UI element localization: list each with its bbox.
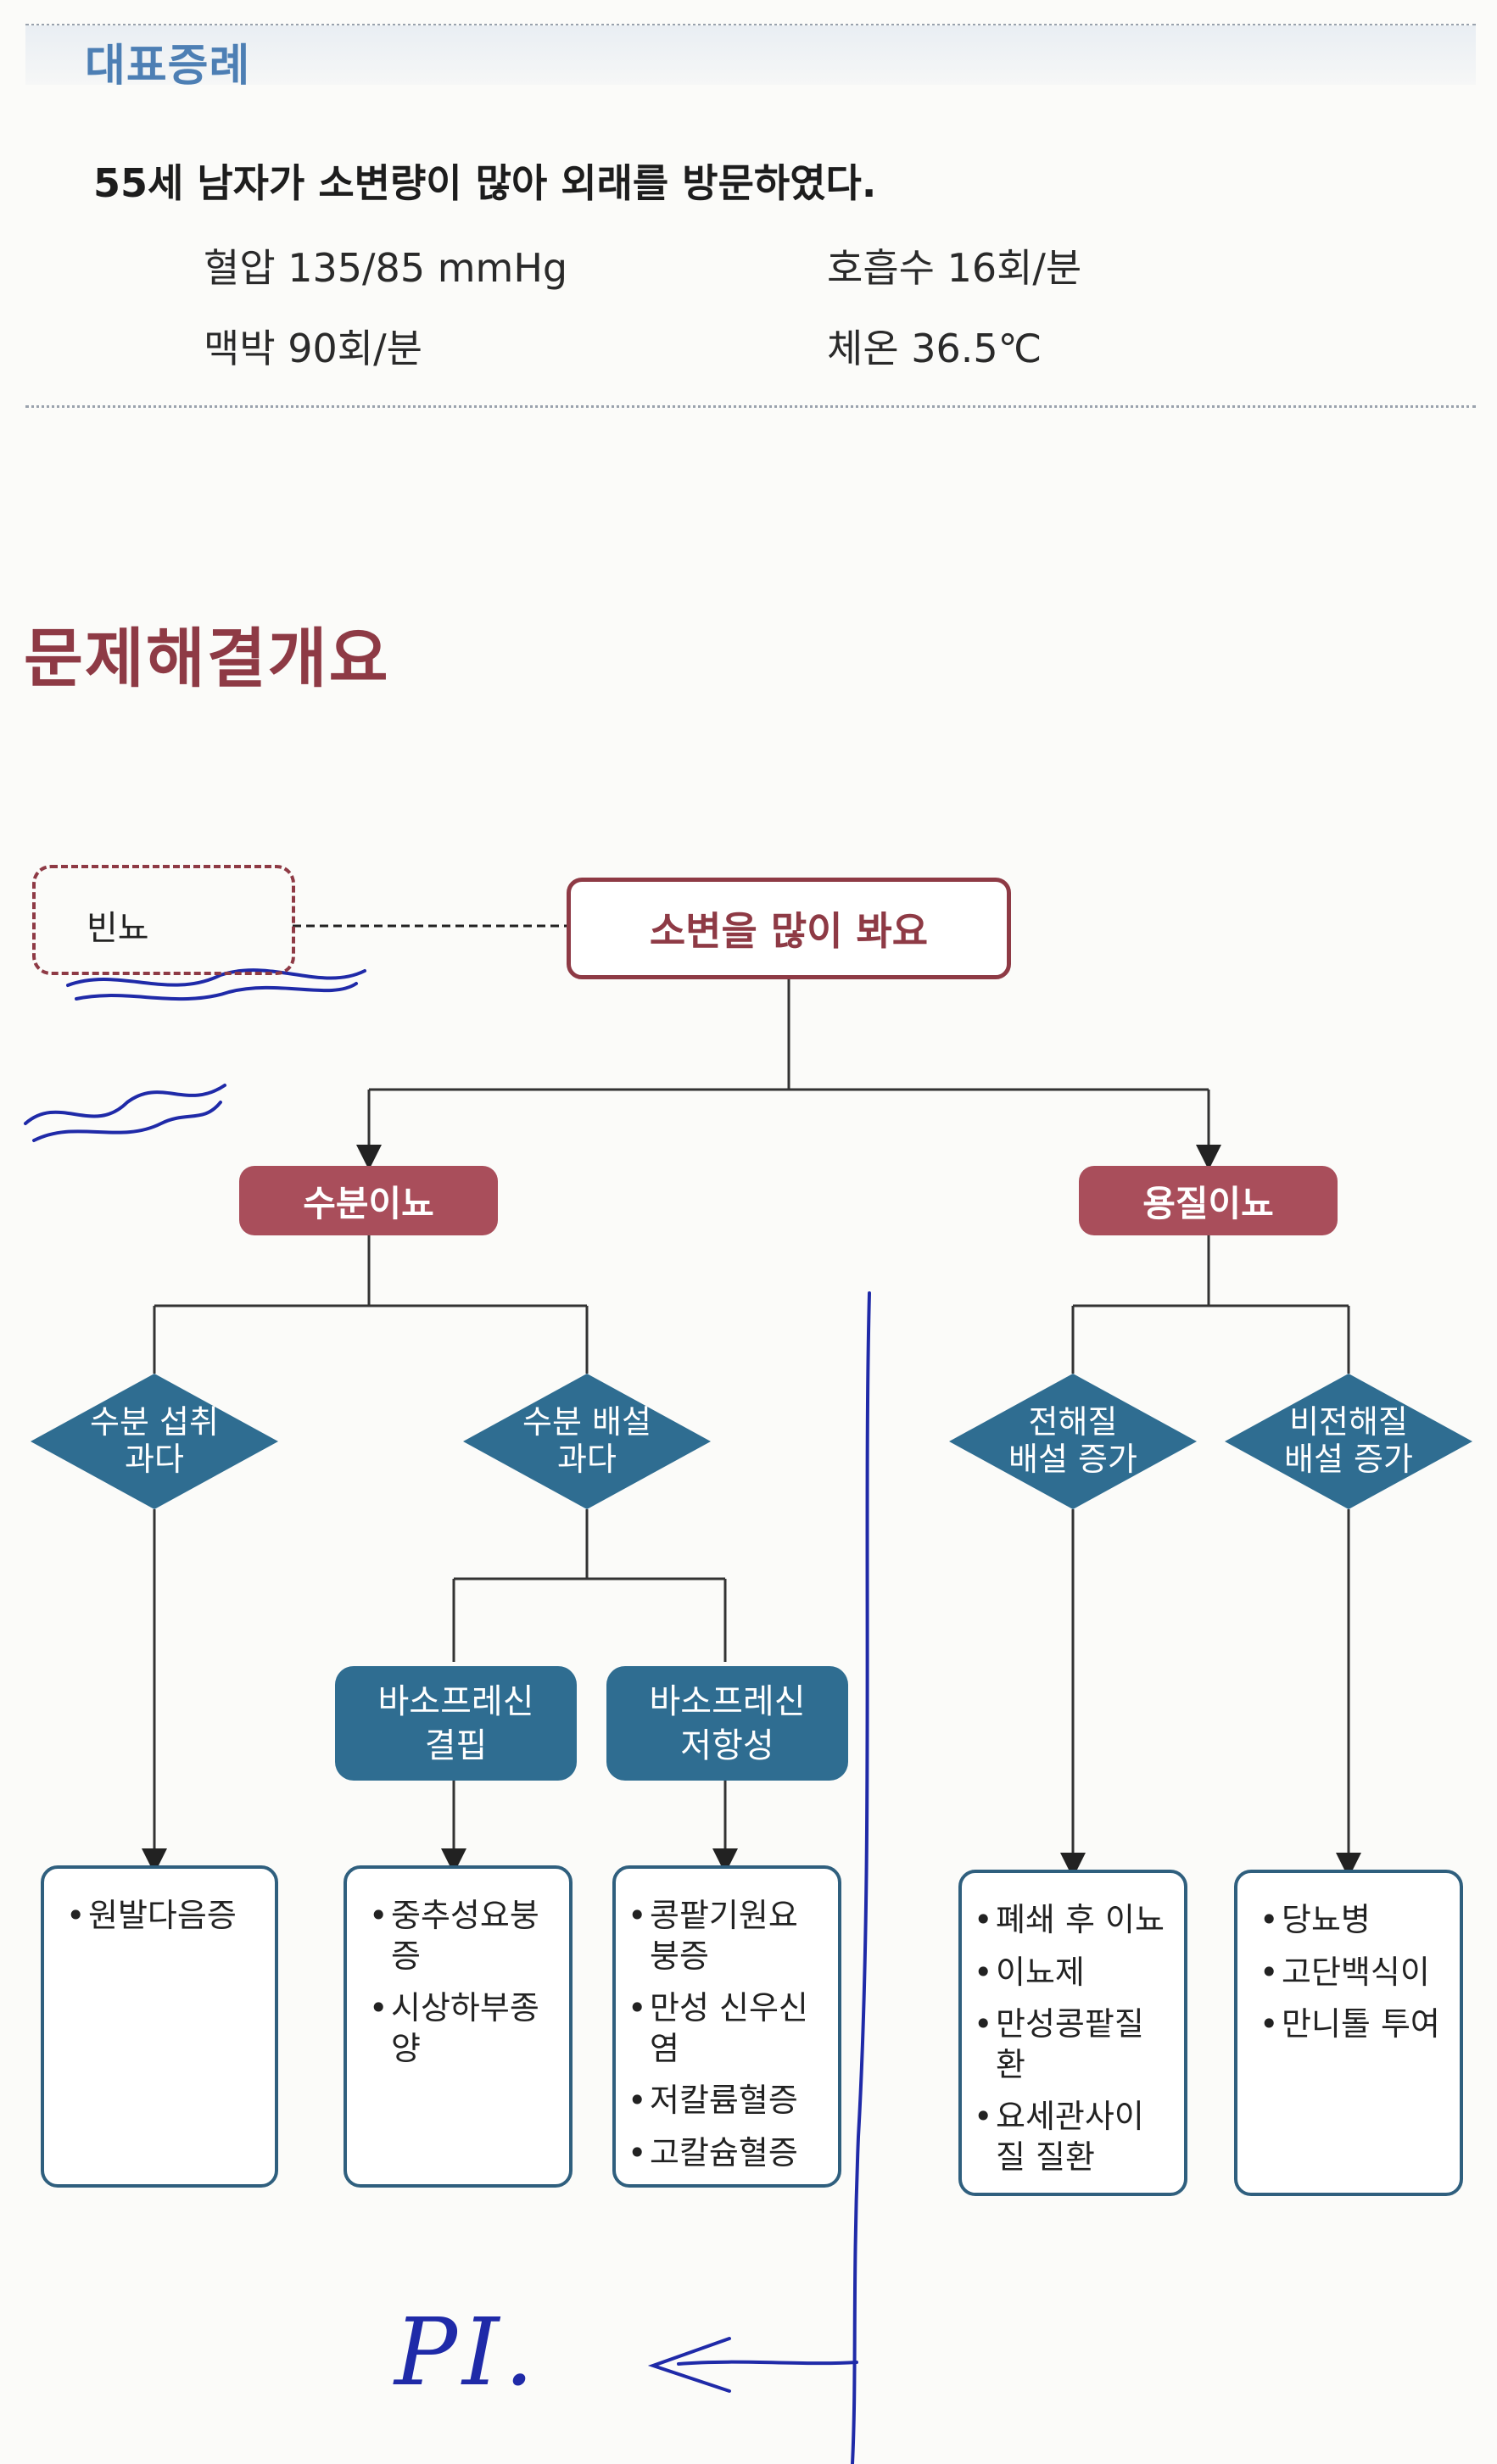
list-item: 시상하부종양: [369, 1988, 556, 2069]
handwriting-marks: [24, 968, 871, 2464]
outcome-resistance-box: 콩팥기원요붕증 만성 신우신염 저칼륨혈증 고칼슘혈증: [612, 1865, 841, 2188]
list-item: 중추성요붕증: [369, 1896, 556, 1976]
excretion-line-2: 과다: [557, 1441, 617, 1478]
resistance-line-2: 저항성: [680, 1725, 774, 1765]
list-item: 요세관사이질 질환: [974, 2097, 1170, 2177]
handwritten-note: PI.: [394, 2298, 539, 2406]
list-item: 콩팥기원요붕증: [628, 1896, 824, 1976]
diamond-intake: [31, 1374, 278, 1509]
list-item: 저칼륨혈증: [628, 2081, 824, 2121]
diamond-electrolyte: [949, 1374, 1197, 1509]
intake-line-1: 수분 섭취: [90, 1403, 219, 1441]
list-item: 폐쇄 후 이뇨: [974, 1900, 1170, 1941]
excretion-line-1: 수분 배설: [522, 1403, 651, 1441]
vital-bp: 혈압 135/85 mmHg: [204, 245, 568, 291]
deficiency-line-2: 결핍: [424, 1725, 488, 1765]
case-top-rule: [25, 24, 1476, 26]
deficiency-line-1: 바소프레신: [377, 1681, 534, 1721]
list-item: 만성콩팥질환: [974, 2004, 1170, 2085]
list-item: 원발다음증: [66, 1896, 261, 1937]
diamond-intake-label: 수분 섭취 과다: [53, 1399, 256, 1484]
list-item: 당뇨병: [1260, 1900, 1446, 1941]
case-section: 대표증례 55세 남자가 소변량이 많아 외래를 방문하였다. 혈압 135/8…: [0, 0, 1497, 424]
nonelectrolyte-line-2: 배설 증가: [1284, 1441, 1413, 1478]
handwritten-vertical-line: [851, 1291, 871, 2464]
outcome-electrolyte-box: 폐쇄 후 이뇨 이뇨제 만성콩팥질환 요세관사이질 질환: [958, 1870, 1187, 2196]
list-item: 만니톨 투여: [1260, 2004, 1446, 2045]
case-header-band: [25, 25, 1476, 85]
list-item: 고단백식이: [1260, 1953, 1446, 1993]
case-title: 55세 남자가 소변량이 많아 외래를 방문하였다.: [93, 160, 877, 206]
diamond-nonelectrolyte: [1225, 1374, 1472, 1509]
handwritten-arrow-head: [647, 2337, 731, 2393]
vital-rr: 호흡수 16회/분: [827, 245, 1082, 291]
diamond-excretion-label: 수분 배설 과다: [485, 1399, 689, 1484]
vasopressin-deficiency-box: 바소프레신 결핍: [335, 1666, 577, 1781]
list-item: 고칼슘혈증: [628, 2133, 824, 2174]
handwritten-arrow-shaft: [677, 2360, 858, 2366]
case-bottom-rule: [25, 405, 1476, 408]
list-item: 만성 신우신염: [628, 1988, 824, 2069]
root-box: 소변을 많이 봐요: [567, 878, 1011, 979]
overview-title: 문제해결개요: [24, 621, 390, 696]
resistance-line-1: 바소프레신: [649, 1681, 806, 1721]
vital-temp: 체온 36.5℃: [827, 326, 1042, 371]
water-diuresis-box: 수분이뇨: [239, 1166, 498, 1235]
outcome-deficiency-box: 중추성요붕증 시상하부종양: [344, 1865, 573, 2188]
outcome-nonelectrolyte-box: 당뇨병 고단백식이 만니톨 투여: [1234, 1870, 1463, 2196]
electrolyte-line-1: 전해질: [1028, 1403, 1118, 1441]
intake-line-2: 과다: [125, 1441, 184, 1478]
diamond-excretion: [463, 1374, 711, 1509]
solute-diuresis-box: 용질이뇨: [1079, 1166, 1338, 1235]
case-label: 대표증례: [85, 41, 251, 92]
note-box: 빈뇨: [32, 865, 295, 975]
diamond-electrolyte-label: 전해질 배설 증가: [971, 1399, 1175, 1484]
outcome-intake-box: 원발다음증: [41, 1865, 278, 2188]
note-text: 빈뇨: [87, 909, 149, 948]
vital-pulse: 맥박 90회/분: [204, 326, 422, 371]
electrolyte-line-2: 배설 증가: [1008, 1441, 1137, 1478]
nonelectrolyte-line-1: 비전해질: [1289, 1403, 1408, 1441]
diamond-nonelectrolyte-label: 비전해질 배설 증가: [1247, 1399, 1450, 1484]
vasopressin-resistance-box: 바소프레신 저항성: [606, 1666, 848, 1781]
list-item: 이뇨제: [974, 1953, 1170, 1993]
